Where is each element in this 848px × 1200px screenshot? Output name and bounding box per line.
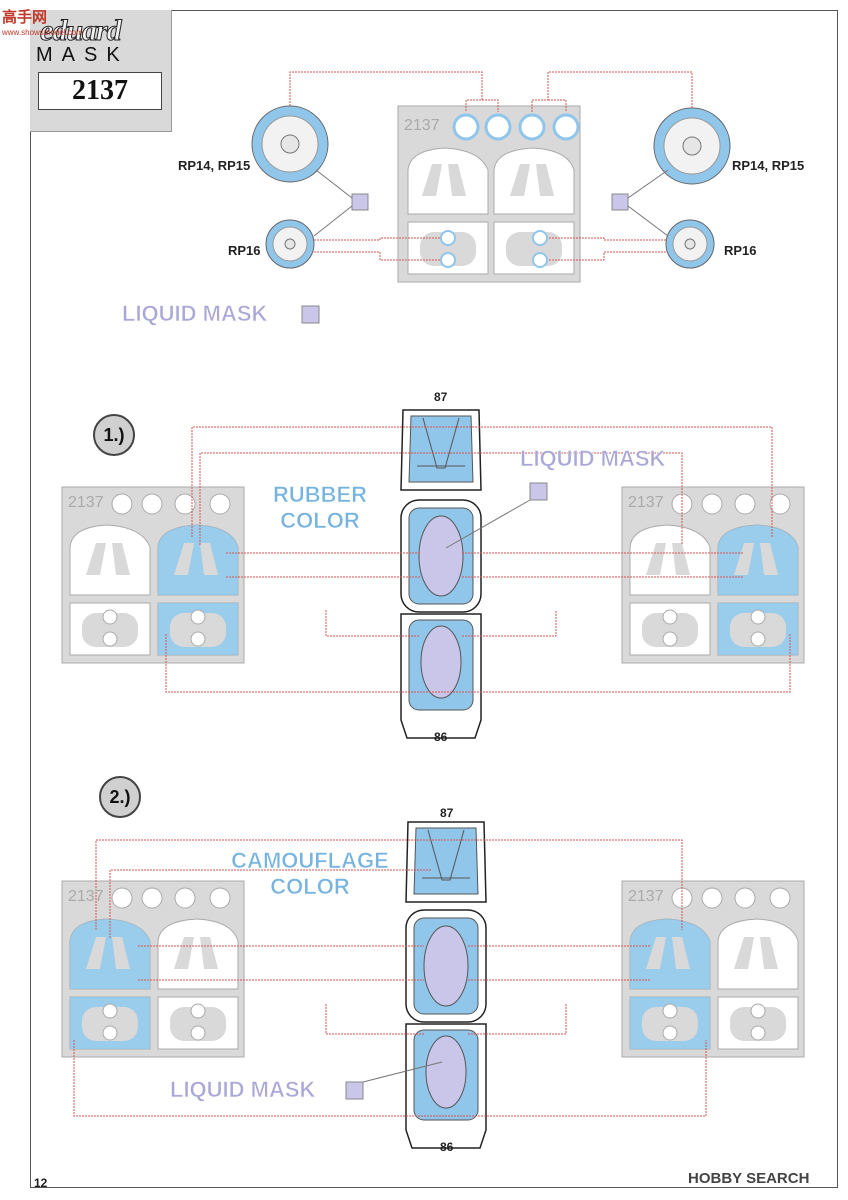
step1-sheet-code-right: 2137 [628,494,664,511]
product-line: MASK [36,44,129,66]
top-liquid-mask-label: LIQUID MASK [122,301,268,327]
step1-liquid-swatch [529,482,548,501]
liquid-swatch-left [351,193,369,211]
liquid-mask-legend-swatch [301,305,320,324]
brand-logo: eduard [40,14,123,48]
step1-sheet-left [61,486,245,664]
step2-guide-lines [73,839,707,1117]
wheel-small-left [265,219,315,269]
wheel-large-right [653,107,731,185]
watermark-logo: 高手网 [2,9,48,26]
step2-badge: 2.) [99,776,141,818]
step2-sheet-code-right: 2137 [628,888,664,905]
step2-sheet-left [61,880,245,1058]
step1-canopy-bottom-number: 86 [434,730,448,744]
top-mask-sheet [397,105,581,283]
top-guide-lines [289,71,693,261]
step2-liquid-mask-label: LIQUID MASK [170,1077,316,1103]
wheel-large-left-label: RP14, RP15 [178,158,251,173]
step1-sheet-right [621,486,805,664]
product-code: 2137 [38,72,162,110]
step1-badge: 1.) [93,414,135,456]
step2-canopy-top-number: 87 [440,806,454,820]
wheel-large-left [251,105,329,183]
page-frame [30,10,838,1188]
wheel-large-right-label: RP14, RP15 [732,158,805,173]
wheel-small-left-label: RP16 [228,243,261,258]
step2-liquid-swatch [345,1081,364,1100]
eduard-logo-panel [30,10,172,132]
step1-sheet-code-left: 2137 [68,494,104,511]
step1-canopy-top-number: 87 [434,390,448,404]
step2-camouflage-color-label: CAMOUFLAGE COLOR [231,848,389,900]
source-watermark: HOBBY SEARCH [688,1170,810,1187]
step2-canopy-bottom-number: 86 [440,1140,454,1154]
step2-sheet-code-left: 2137 [68,888,104,905]
liquid-swatch-right [611,193,629,211]
step1-canopy [400,409,482,739]
step1-guide-lines [165,426,791,693]
top-sheet-code: 2137 [404,117,440,134]
step1-liquid-pointer [445,499,531,549]
step2-canopy [405,821,487,1149]
step2-sheet-right [621,880,805,1058]
wheel-small-right [665,219,715,269]
page-number: 12 [34,1176,48,1190]
step1-rubber-color-label: RUBBER COLOR [272,482,368,534]
step2-liquid-pointer [362,1061,443,1083]
top-pointer-lines [313,169,669,237]
step1-liquid-mask-label: LIQUID MASK [520,446,666,472]
wheel-small-right-label: RP16 [724,243,757,258]
watermark-url: www.showsmodel.com [2,28,83,37]
